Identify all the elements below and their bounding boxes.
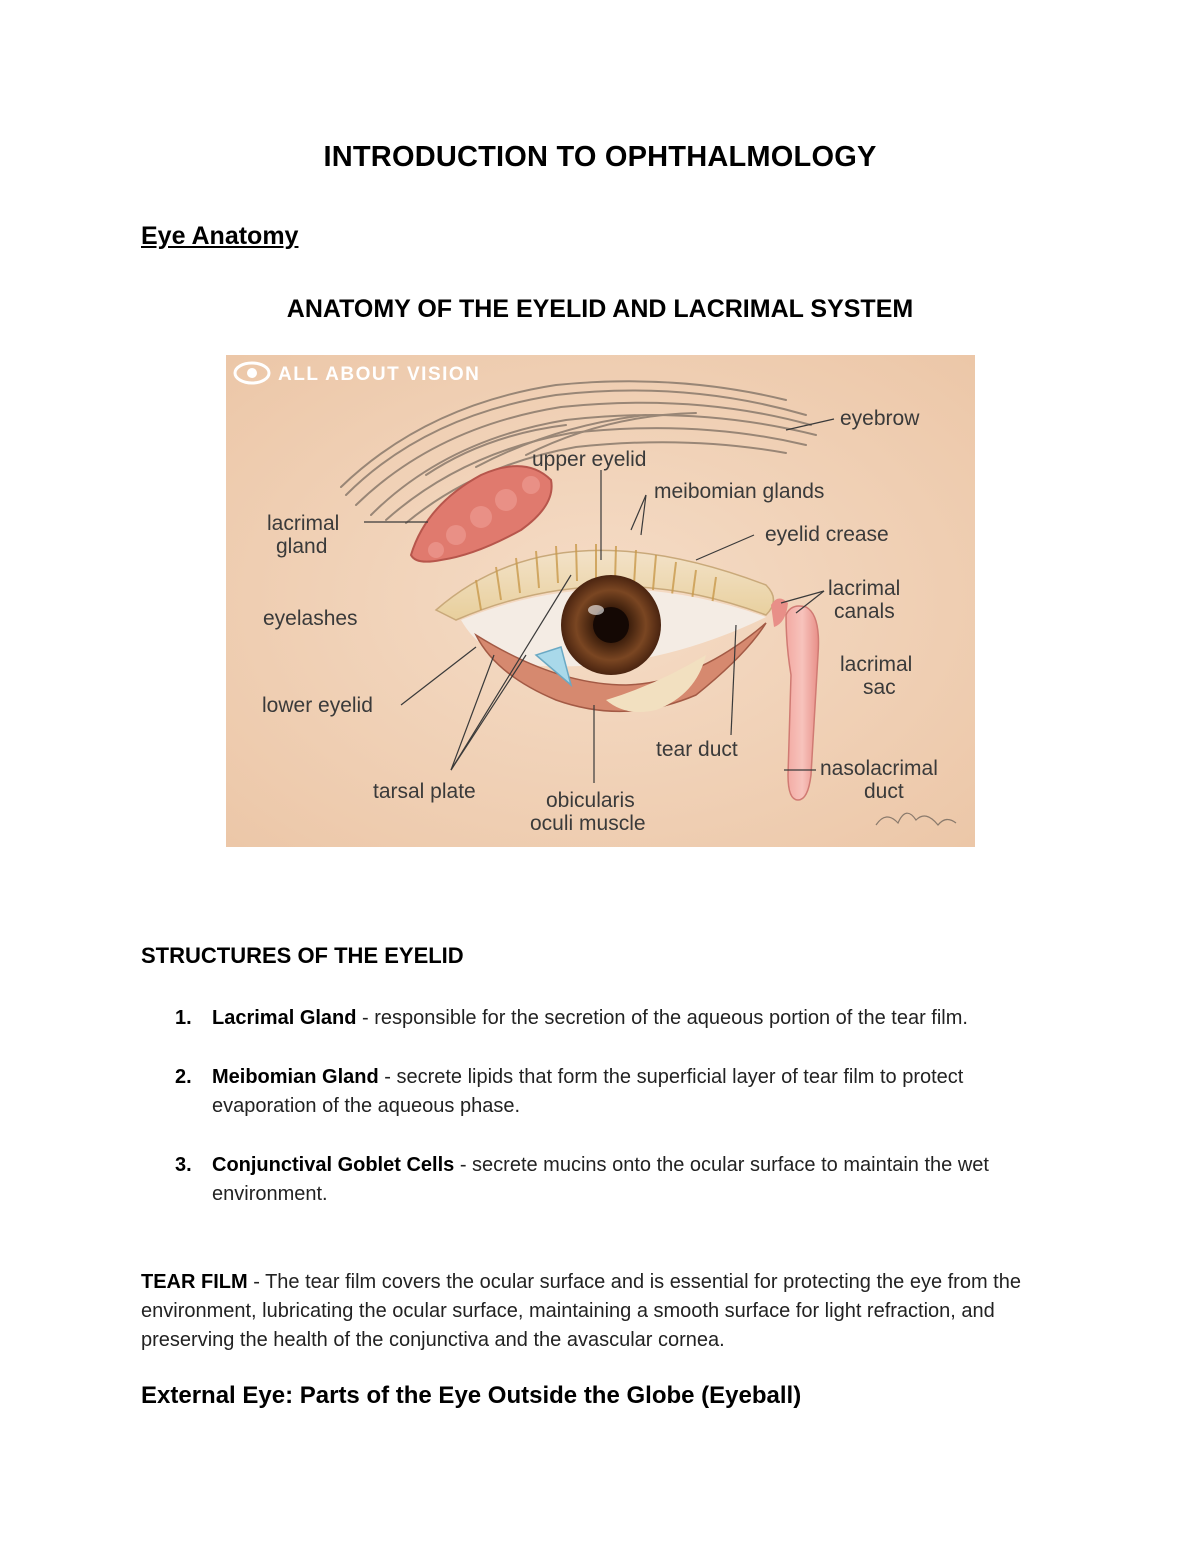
meibomian-gland-lines xyxy=(475,543,717,611)
artist-signature xyxy=(875,812,957,826)
document-title: INTRODUCTION TO OPHTHALMOLOGY xyxy=(323,141,877,173)
list-term: Meibomian Gland xyxy=(212,1066,379,1088)
lacrimal-gland-shape xyxy=(409,465,553,563)
structures-heading: STRUCTURES OF THE EYELID xyxy=(141,943,464,968)
label-lacrimal-sac-line2: sac xyxy=(863,676,896,699)
lower-eyelid-shape xyxy=(474,622,767,713)
external-eye-heading: External Eye: Parts of the Eye Outside t… xyxy=(141,1382,802,1409)
list-item: 1. Lacrimal Gland - responsible for the … xyxy=(141,1004,1061,1033)
pupil-shape xyxy=(593,607,629,643)
list-item: 3. Conjunctival Goblet Cells - secrete m… xyxy=(141,1151,1061,1209)
label-lacrimal-gland-line2: gland xyxy=(276,535,327,558)
eyebrow-hairs xyxy=(340,380,817,524)
label-eyelid-crease: eyelid crease xyxy=(765,523,889,546)
list-description: - secrete mucins onto the ocular surface… xyxy=(212,1154,989,1205)
list-number: 1. xyxy=(175,1007,192,1029)
brand-logo: ALL ABOUT VISION xyxy=(233,361,480,385)
figure-labels: eyebrow upper eyelid meibomian glands la… xyxy=(262,407,938,835)
label-lacrimal-gland-line1: lacrimal xyxy=(267,512,339,535)
structures-list: 1. Lacrimal Gland - responsible for the … xyxy=(141,1004,1061,1239)
tear-film-text: - The tear film covers the ocular surfac… xyxy=(141,1271,1021,1351)
list-term: Lacrimal Gland xyxy=(212,1007,357,1029)
figure-heading: ANATOMY OF THE EYELID AND LACRIMAL SYSTE… xyxy=(286,295,914,323)
conjunctiva-shape xyxy=(534,646,573,688)
list-item: 2. Meibomian Gland - secrete lipids that… xyxy=(141,1063,1061,1121)
label-obicularis-line2: oculi muscle xyxy=(530,812,646,835)
label-meibomian-glands: meibomian glands xyxy=(654,480,824,503)
eyelid-anatomy-illustration: ALL ABOUT VISION xyxy=(226,355,975,847)
label-eyelashes: eyelashes xyxy=(263,607,358,630)
list-description: - secrete lipids that form the superfici… xyxy=(212,1066,964,1117)
label-lacrimal-sac-line1: lacrimal xyxy=(840,653,912,676)
label-lower-eyelid: lower eyelid xyxy=(262,694,373,717)
leader-lines xyxy=(364,418,835,783)
label-lacrimal-canals-line2: canals xyxy=(834,600,895,623)
label-lacrimal-canals-line1: lacrimal xyxy=(828,577,900,600)
list-number: 3. xyxy=(175,1154,192,1176)
label-tarsal-plate: tarsal plate xyxy=(373,780,476,803)
label-obicularis-line1: obicularis xyxy=(546,789,635,812)
tear-film-paragraph: TEAR FILM - The tear film covers the ocu… xyxy=(141,1268,1061,1355)
label-nasolacrimal-duct-line2: duct xyxy=(864,780,904,803)
eyelid-anatomy-drawing: ALL ABOUT VISION xyxy=(226,355,975,847)
list-number: 2. xyxy=(175,1066,192,1088)
label-nasolacrimal-duct-line1: nasolacrimal xyxy=(820,757,938,780)
section-heading-eye-anatomy: Eye Anatomy xyxy=(141,222,299,250)
label-tear-duct: tear duct xyxy=(656,738,738,761)
list-term: Conjunctival Goblet Cells xyxy=(212,1154,455,1176)
brand-text: ALL ABOUT VISION xyxy=(278,364,480,385)
label-eyebrow: eyebrow xyxy=(840,407,920,430)
tear-film-term: TEAR FILM xyxy=(141,1271,248,1293)
list-description: - responsible for the secretion of the a… xyxy=(356,1007,968,1029)
lower-tarsus-shape xyxy=(606,655,706,713)
label-upper-eyelid: upper eyelid xyxy=(532,448,646,471)
